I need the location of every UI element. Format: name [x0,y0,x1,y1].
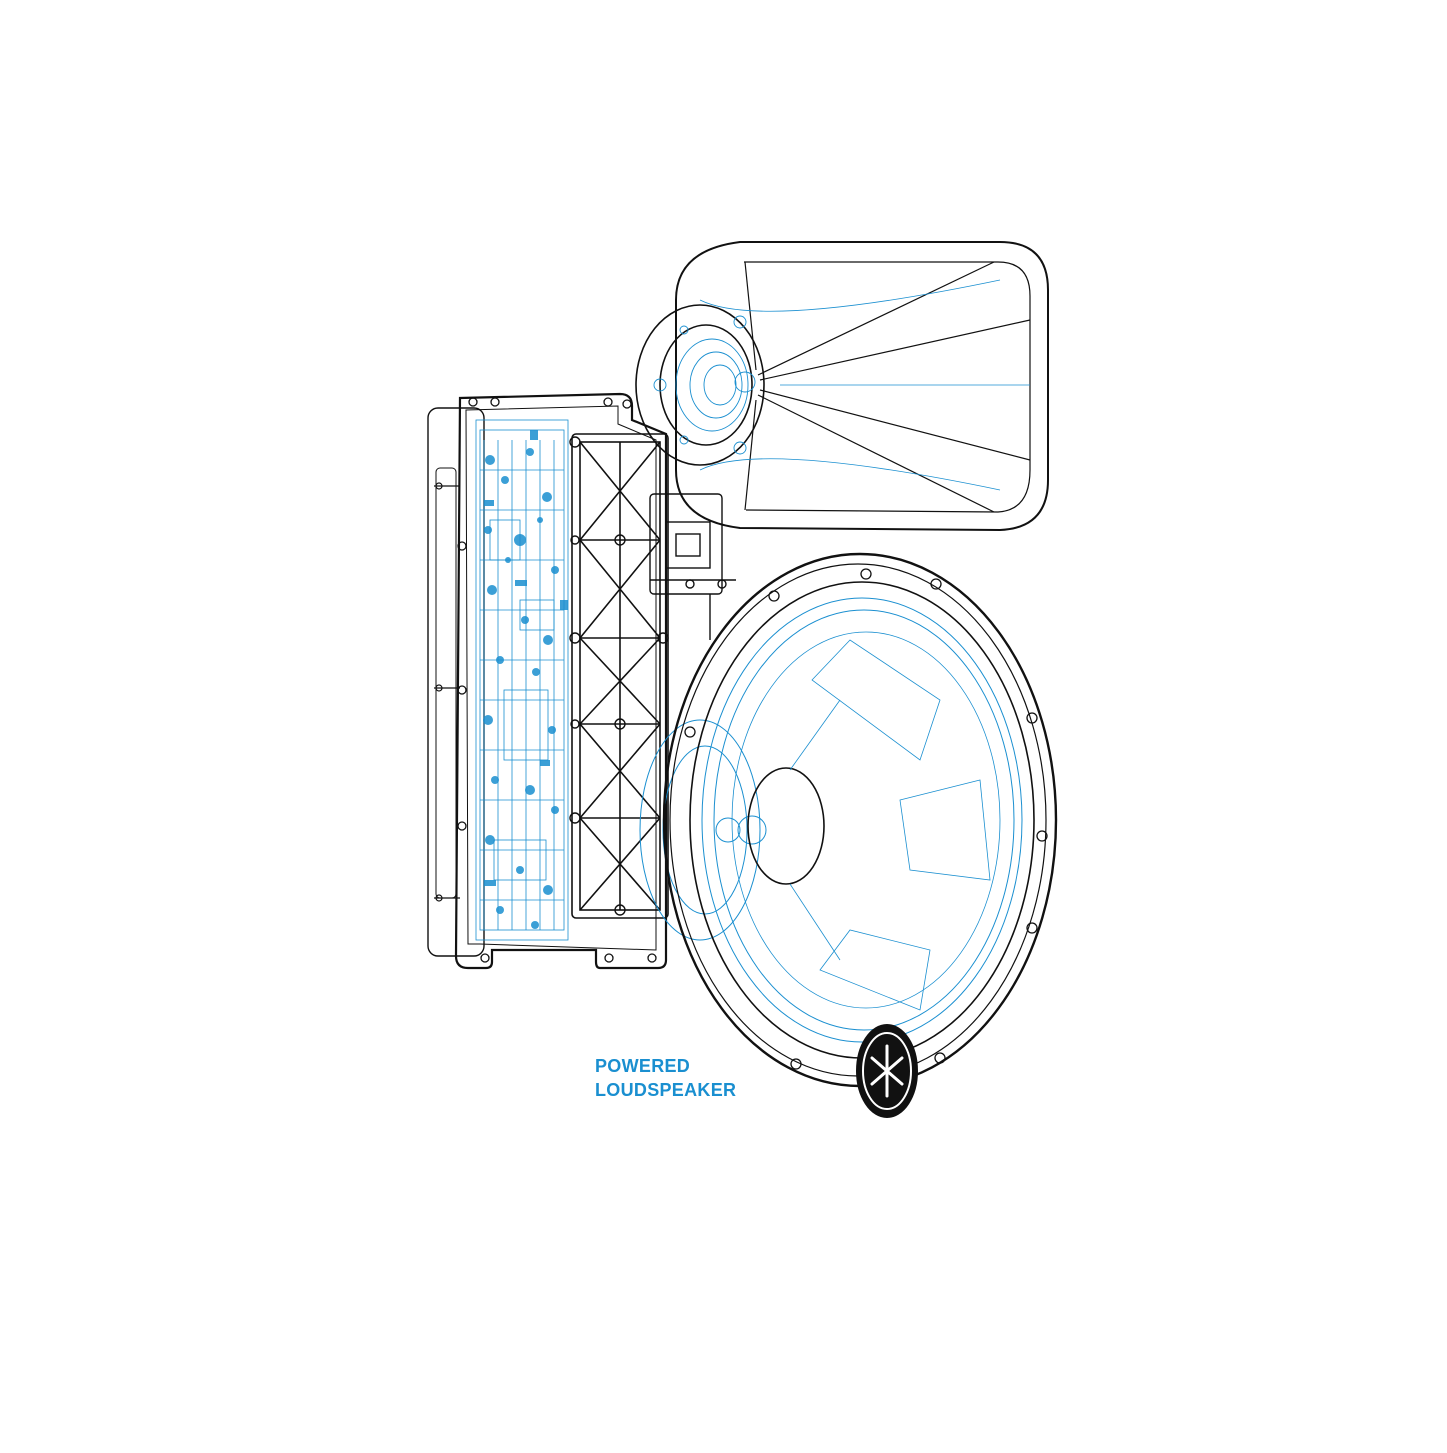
caption-line-2: LOUDSPEAKER [595,1080,737,1100]
woofer-driver [639,552,1058,1088]
diagram-caption: POWERED LOUDSPEAKER [595,1054,736,1102]
horn-tweeter [635,241,1049,532]
amplifier-module [427,392,736,970]
caption-line-1: POWERED [595,1056,691,1076]
tuning-fork-emblem-icon [856,1024,918,1118]
